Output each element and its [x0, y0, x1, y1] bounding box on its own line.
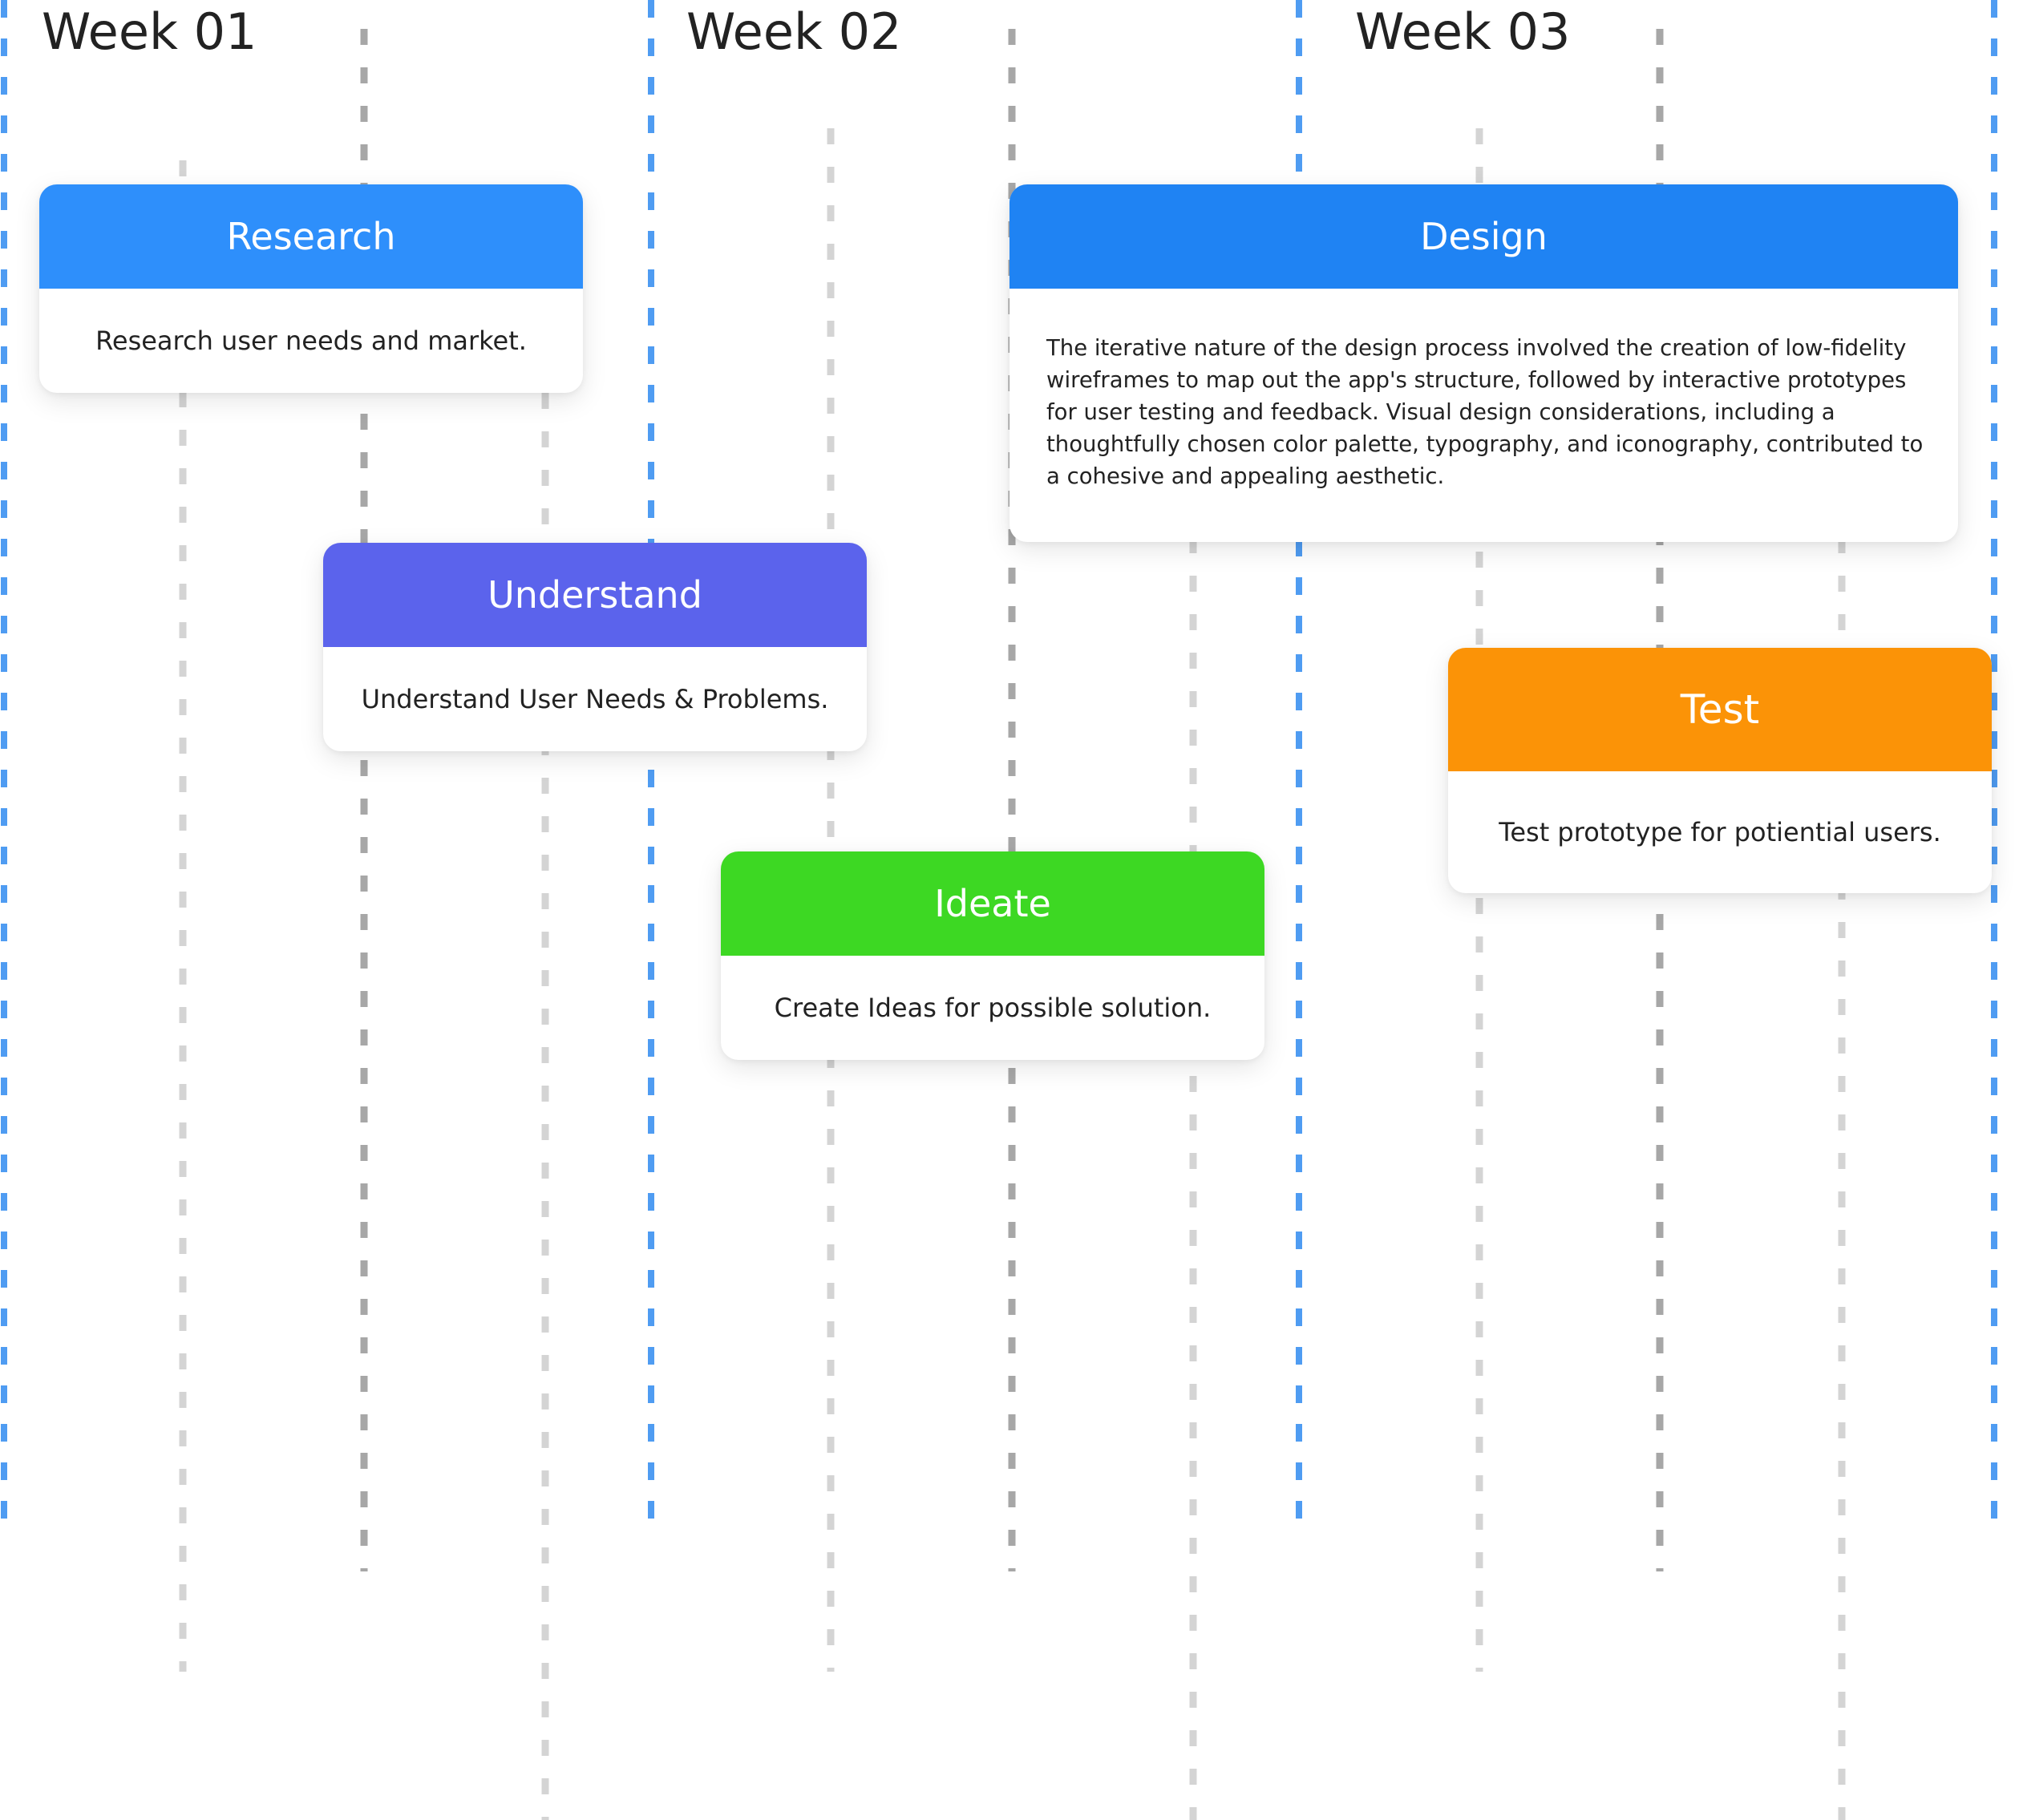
task-title: Research [226, 215, 396, 258]
task-title: Understand [488, 573, 702, 617]
task-card-ideate: Ideate Create Ideas for possible solutio… [721, 851, 1264, 1060]
task-description: Create Ideas for possible solution. [774, 993, 1212, 1023]
week-label-03: Week 03 [1355, 4, 1579, 60]
task-card-header: Ideate [721, 851, 1264, 956]
week-label-02: Week 02 [686, 4, 910, 60]
task-card-header: Design [1010, 184, 1958, 289]
task-card-understand: Understand Understand User Needs & Probl… [323, 543, 867, 751]
task-card-design: Design The iterative nature of the desig… [1010, 184, 1958, 542]
task-title: Ideate [934, 882, 1051, 925]
task-card-header: Research [39, 184, 583, 289]
task-description: The iterative nature of the design proce… [1046, 335, 1924, 489]
task-card-header: Understand [323, 543, 867, 647]
task-description: Understand User Needs & Problems. [361, 684, 829, 714]
task-title: Test [1680, 686, 1760, 733]
task-title: Design [1420, 215, 1548, 258]
task-card-test: Test Test prototype for potiential users… [1448, 648, 1992, 893]
week-dividers [1, 0, 1997, 1539]
task-description: Research user needs and market. [95, 326, 527, 356]
task-description: Test prototype for potiential users. [1499, 817, 1941, 847]
task-card-header: Test [1448, 648, 1992, 771]
week-label-01: Week 01 [42, 4, 265, 60]
task-card-research: Research Research user needs and market. [39, 184, 583, 393]
